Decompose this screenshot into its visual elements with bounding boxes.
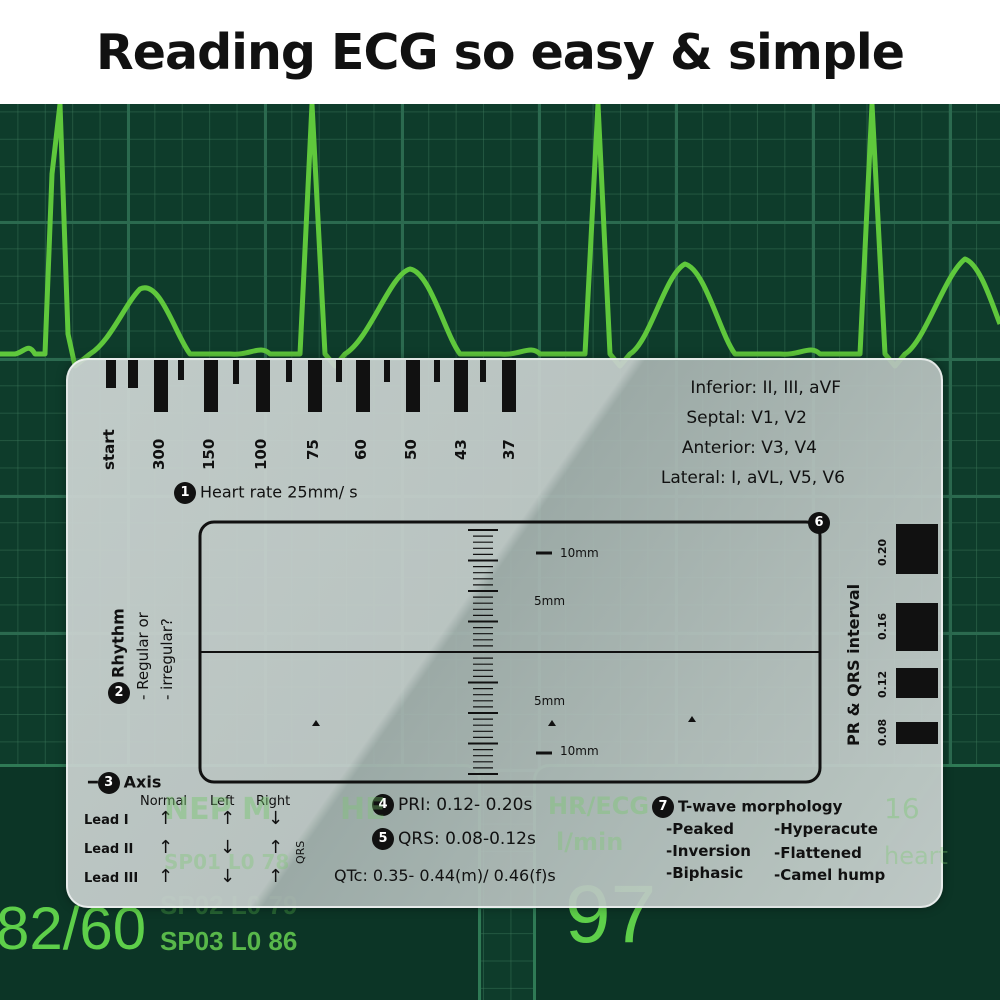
axis-col-left: Left xyxy=(210,794,235,809)
step-badge-5: 5 xyxy=(372,828,394,850)
twave-biphasic: -Biphasic xyxy=(666,864,744,882)
arrow-lead1-normal: ↑ xyxy=(158,808,174,829)
arrow-lead1-left: ↑ xyxy=(220,808,236,829)
rate-scale-ticks xyxy=(106,360,516,412)
rhythm-irregular: - irregular? xyxy=(158,618,176,700)
axis-row-lead-3: Lead III xyxy=(84,871,139,886)
mm-ruler xyxy=(468,529,498,775)
step-badge-6: 6 xyxy=(808,512,834,534)
sp03-readout: SP03 L0 86 xyxy=(160,926,298,956)
monitor-ghost-he: HE xyxy=(340,792,386,827)
rate-label-100: 100 xyxy=(252,438,270,470)
monitor-ghost-hr: HR/ECG xyxy=(548,792,650,820)
twave-flattened: -Flattened xyxy=(774,844,862,862)
pr-qrs-interval-label: PR & QRS interval xyxy=(844,583,863,746)
ruler-label-5mm-bottom: 5mm xyxy=(534,694,566,708)
step-badge-3: 3 xyxy=(97,772,120,794)
rhythm-regular: - Regular or xyxy=(134,612,152,700)
axis-row-lead-2: Lead II xyxy=(84,842,134,857)
rate-label-43: 43 xyxy=(452,439,470,460)
interval-tick-0.08: 0.08 xyxy=(876,718,889,746)
rate-label-75: 75 xyxy=(304,439,322,460)
headline: Reading ECG so easy & simple xyxy=(0,0,1000,104)
lead-anterior: Anterior: V3, V4 xyxy=(681,438,817,458)
step-rhythm: 2 Rhythm xyxy=(108,608,130,704)
qrs-label: QRS: 0.08-0.12s xyxy=(398,829,536,849)
interval-tick-0.12: 0.12 xyxy=(876,670,889,698)
step-badge-2: 2 xyxy=(108,682,130,704)
arrow-lead3-left: ↓ xyxy=(220,866,236,887)
qtc-label: QTc: 0.35- 0.44(m)/ 0.46(f)s xyxy=(334,866,556,885)
rate-label-37: 37 xyxy=(500,439,518,460)
rate-label-60: 60 xyxy=(352,439,370,460)
twave-hyperacute: -Hyperacute xyxy=(774,820,878,838)
marker-left xyxy=(312,720,320,726)
lead-inferior: Inferior: II, III, aVF xyxy=(690,378,841,398)
arrow-lead3-normal: ↑ xyxy=(158,866,174,887)
axis-label: Axis xyxy=(123,772,162,792)
step-badge-1: 1 xyxy=(174,482,196,504)
card-graphics xyxy=(106,360,938,784)
marker-right xyxy=(688,716,696,722)
monitor-ghost-sp01: SP01 L0 78 xyxy=(164,850,290,874)
monitor-ghost-nep: NEP M xyxy=(164,792,272,827)
monitor-ghost-heart: heart xyxy=(884,842,948,870)
arrow-lead2-normal: ↑ xyxy=(158,837,174,858)
twave-camel-hump: -Camel hump xyxy=(774,866,886,884)
arrow-lead1-right: ↓ xyxy=(268,808,284,829)
axis-qrs: QRS xyxy=(294,840,307,864)
ecg-waveform xyxy=(0,104,1000,369)
ruler-label-10mm-bottom: 10mm xyxy=(560,744,599,758)
interval-tick-0.20: 0.20 xyxy=(876,538,889,566)
lead-lateral: Lateral: I, aVL, V5, V6 xyxy=(660,468,845,488)
axis-row-lead-1: Lead I xyxy=(84,813,129,828)
rate-label-start: start xyxy=(100,429,118,470)
ruler-label-5mm-top: 5mm xyxy=(534,594,566,608)
rate-label-50: 50 xyxy=(402,439,420,460)
arrow-lead2-right: ↑ xyxy=(268,837,284,858)
lead-septal: Septal: V1, V2 xyxy=(686,408,807,428)
twave-inversion: -Inversion xyxy=(666,842,751,860)
interval-tick-0.16: 0.16 xyxy=(876,612,889,640)
twave-peaked: -Peaked xyxy=(666,820,734,838)
interval-blocks xyxy=(896,524,938,744)
monitor-ghost-sv: 16 xyxy=(884,792,920,825)
arrow-lead2-left: ↓ xyxy=(220,837,236,858)
rate-label-150: 150 xyxy=(200,438,218,470)
marker-center xyxy=(548,720,556,726)
arrow-lead3-right: ↑ xyxy=(268,866,284,887)
axis-col-right: Right xyxy=(256,794,291,809)
step-badge-4: 4 xyxy=(372,794,394,816)
ecg-reference-card: start 300 150 100 75 60 50 43 37 Inferio… xyxy=(66,358,948,908)
pri-label: PRI: 0.12- 0.20s xyxy=(398,795,533,815)
rhythm-label: Rhythm xyxy=(108,608,128,678)
step-badge-7: 7 xyxy=(652,796,674,818)
heart-rate-label: Heart rate 25mm/ s xyxy=(200,482,358,502)
ruler-label-10mm-top: 10mm xyxy=(560,546,599,560)
axis-col-normal: Normal xyxy=(140,794,188,809)
rate-label-300: 300 xyxy=(150,438,168,470)
twave-label: T-wave morphology xyxy=(678,797,843,816)
monitor-ghost-unit: l/min xyxy=(556,828,624,856)
